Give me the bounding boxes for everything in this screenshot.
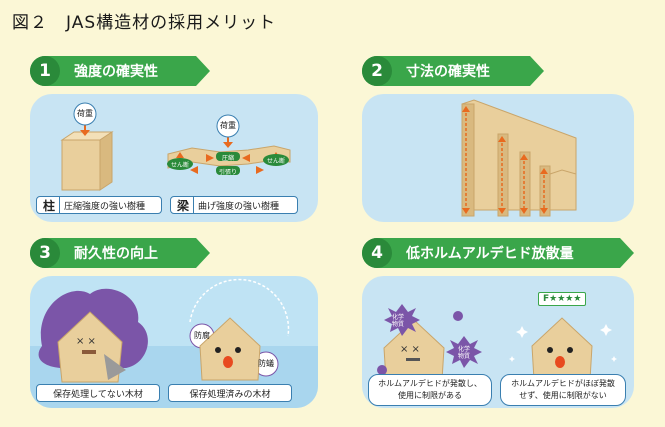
caption-no-emission: ホルムアルデヒドがほぼ発散 せず、使用に制限がない [500,374,626,406]
svg-text:× ×: × × [76,336,96,347]
caption-emits: ホルムアルデヒドが発散し、 使用に制限がある [368,374,492,406]
lumber-stack-illustration [461,99,577,217]
section-header-4: 4 低ホルムアルデヒド放散量 [362,238,634,268]
panel-dimension [362,94,634,222]
chem-label-1: 化学 物質 [391,314,404,328]
termite-proof-label: 防蟻 [258,359,274,368]
section-number-3: 3 [30,238,60,268]
section-number-1: 1 [30,56,60,86]
shear-label-left: せん断 [170,162,189,169]
chem-label-2: 化学 物質 [457,346,470,360]
section-header-2: 2 寸法の確実性 [362,56,544,86]
section-header-1: 1 強度の確実性 [30,56,210,86]
strength-illustration [60,102,291,191]
figure-title: 図２ JAS構造材の採用メリット [12,13,277,33]
panel-formaldehyde: × × 化学 物質 化学 物質 F★★★★ ホルムアルデヒドが発散し、 使用に制… [362,276,634,408]
panel-strength: 荷重 荷重 せん断 せん断 圧縮 引張り 柱 圧縮強度の強い樹種 梁 曲げ強度の… [30,94,318,222]
rot-proof-label: 防腐 [194,331,210,340]
section-number-4: 4 [362,238,392,268]
section-title-1: 強度の確実性 [74,64,158,80]
load-label-column: 荷重 [77,109,93,118]
formaldehyde-illustration: × × [377,304,617,385]
shear-label-right: せん断 [266,158,285,165]
load-label-beam: 荷重 [220,121,236,130]
caption-beam-text: 曲げ強度の強い樹種 [198,201,280,212]
caption-treated: 保存処理済みの木材 [168,384,292,402]
caption-column-text: 圧縮強度の強い樹種 [64,201,146,212]
caption-beam: 梁 曲げ強度の強い樹種 [170,196,298,214]
section-title-4: 低ホルムアルデヒド放散量 [406,246,574,262]
compression-label: 圧縮 [221,155,234,162]
section-title-2: 寸法の確実性 [406,64,490,80]
section-header-3: 3 耐久性の向上 [30,238,210,268]
caption-column: 柱 圧縮強度の強い樹種 [36,196,162,214]
section-title-3: 耐久性の向上 [74,246,158,262]
caption-beam-kanji: 梁 [177,196,195,214]
caption-untreated: 保存処理してない木材 [36,384,160,402]
section-number-2: 2 [362,56,392,86]
tension-label: 引張り [218,169,237,176]
panel-durability: × × 防腐 防蟻 保存処理してない木材 保存処理済みの木材 [30,276,318,408]
f-four-star-rating: F★★★★ [538,292,587,306]
caption-column-kanji: 柱 [43,196,61,214]
svg-text:× ×: × × [400,344,420,355]
